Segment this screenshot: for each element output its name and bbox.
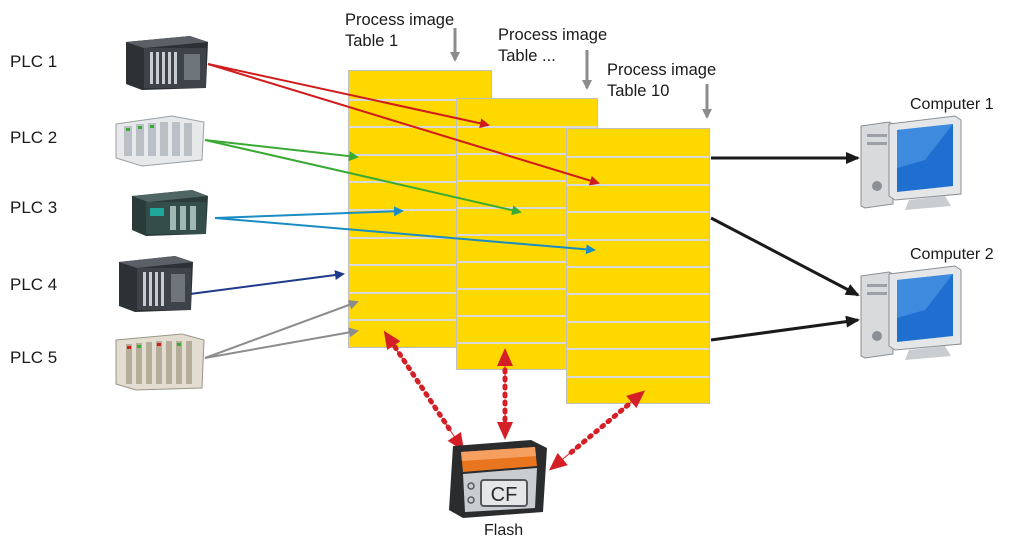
table-mid-row-divider: [457, 261, 597, 263]
table-mid-title-line1: Process image: [498, 26, 608, 44]
plc-1-label: PLC 1: [10, 52, 58, 71]
table-10-row-divider: [567, 211, 709, 214]
plc-2-device: [115, 115, 205, 167]
process-image-table-10: [566, 128, 710, 404]
table-mid-row-divider: [457, 153, 597, 155]
table-10-title-line2: Table 10: [607, 82, 670, 100]
table-1-title-line2: Table 1: [345, 32, 399, 50]
plc-4-label: PLC 4: [10, 275, 58, 294]
table-mid-row-divider: [457, 315, 597, 317]
table-1-row-divider: [349, 236, 491, 239]
plc1-to-table-mid-arrow: [207, 63, 490, 129]
table-10-row-divider: [567, 320, 709, 323]
table-mid-row-divider: [457, 234, 597, 236]
table10-to-computer2-arrow-a: [710, 216, 860, 297]
cf-card-text: CF: [491, 484, 518, 506]
computer-2-label: Computer 2: [910, 246, 994, 263]
table-10-row-divider: [567, 183, 709, 186]
table-mid-row-divider: [457, 180, 597, 182]
table-10-row-divider: [567, 293, 709, 296]
table-1-row-divider: [349, 153, 491, 156]
flash-link-table1: [383, 330, 465, 452]
table-mid-row-divider: [457, 126, 597, 128]
table-1-row-divider: [349, 126, 491, 129]
table-10-title: Process image Table 10: [607, 60, 716, 102]
table-mid-title: Process image Table ...: [498, 25, 607, 67]
table10-to-computer2-arrow-b: [710, 315, 860, 342]
plc-5-device: [115, 333, 205, 391]
table-1-row-divider: [349, 264, 491, 267]
flash-link-table10: [548, 390, 646, 471]
plc5-to-table1-arrow-a: [204, 300, 359, 359]
table-1-row-divider: [349, 98, 491, 101]
plc-1-device: [126, 36, 208, 90]
table-10-row-divider: [567, 375, 709, 378]
plc-5-label: PLC 5: [10, 348, 58, 367]
cf-flash-card-icon: CF: [449, 440, 547, 518]
table-1-title: Process image Table 1: [345, 10, 454, 52]
table-10-row-divider: [567, 266, 709, 268]
table-1-row-divider: [349, 319, 491, 322]
table-1-title-line1: Process image: [345, 11, 455, 29]
table-mid-row-divider: [457, 207, 597, 209]
table-mid-row-divider: [457, 342, 597, 344]
plc2-to-table1-arrow: [204, 139, 359, 162]
plc1-to-table1-arrow: [207, 63, 600, 186]
plc-3-label: PLC 3: [10, 198, 58, 217]
table-1-row-divider: [349, 291, 491, 294]
plc5-to-table1-arrow-b: [204, 327, 359, 359]
plc-2-label: PLC 2: [10, 128, 58, 147]
computer-1-label: Computer 1: [910, 96, 994, 113]
plc4-to-table1-arrow: [189, 270, 345, 295]
table-10-row-divider: [567, 156, 709, 159]
plc-3-device: [132, 190, 208, 236]
table-10-row-divider: [567, 348, 709, 351]
table-mid-title-line2: Table ...: [498, 47, 556, 65]
plc-4-device: [119, 256, 193, 312]
table-10-title-line1: Process image: [607, 61, 717, 79]
table-mid-row-divider: [457, 288, 597, 290]
table-1-row-divider: [349, 181, 491, 184]
computer-2-icon: [860, 265, 962, 360]
table-1-row-divider: [349, 209, 491, 211]
computer-1-icon: [860, 115, 962, 210]
plc2-to-table-mid-arrow: [204, 139, 522, 216]
table-10-row-divider: [567, 238, 709, 241]
flash-label: Flash: [484, 522, 524, 539]
plc3-to-table1-arrow: [214, 206, 404, 219]
plc3-to-table10-arrow: [214, 217, 596, 255]
